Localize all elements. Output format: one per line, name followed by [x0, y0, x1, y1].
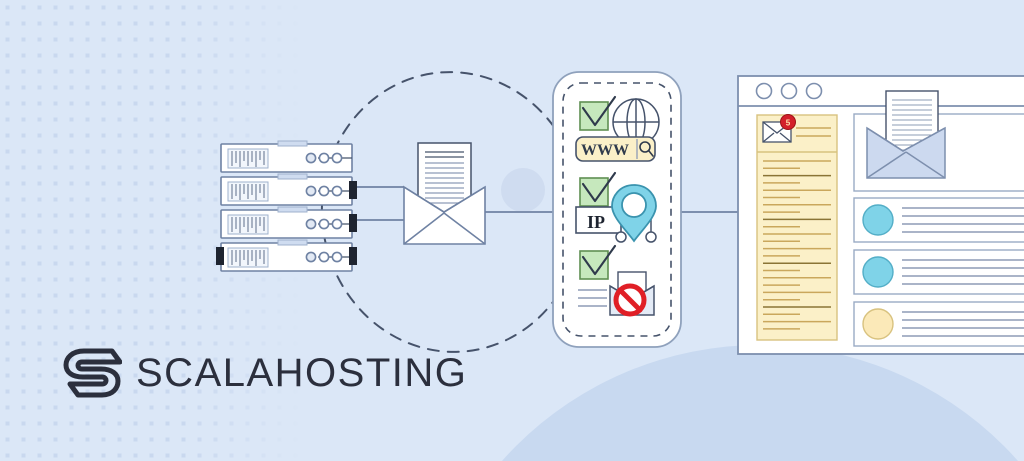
server-port-4-left — [216, 247, 224, 265]
magnifier-icon — [639, 141, 654, 157]
window-dot-3 — [805, 82, 823, 100]
unread-badge: 5 — [780, 114, 796, 130]
ip-node-2 — [645, 231, 657, 243]
www-search-bar[interactable]: WWW — [575, 136, 656, 162]
www-label: WWW — [581, 142, 629, 159]
large-blue-circle — [502, 345, 1018, 461]
checkmark-icon-3 — [579, 244, 617, 280]
no-entry-icon — [613, 283, 647, 317]
avatar — [862, 204, 894, 236]
brand-name: SCALAHOSTING — [136, 351, 468, 395]
server-unit-4 — [216, 239, 357, 272]
server-port-3 — [349, 214, 357, 232]
ip-row: IP — [575, 184, 657, 243]
avatar — [862, 256, 894, 288]
window-dot-2 — [780, 82, 798, 100]
message-row-2[interactable] — [853, 249, 1024, 295]
message-row-1[interactable] — [853, 197, 1024, 243]
inbox-sidebar[interactable]: 5 — [756, 114, 838, 341]
avatar — [862, 308, 894, 340]
window-dot-1 — [755, 82, 773, 100]
inbox-hero-envelope — [853, 90, 1024, 192]
message-row-3[interactable] — [853, 301, 1024, 347]
server-unit-1 — [220, 140, 353, 173]
server-port-2 — [349, 181, 357, 199]
server-unit-2 — [220, 173, 357, 206]
server-port-4 — [349, 247, 357, 265]
blocked-envelope-icon — [578, 271, 655, 317]
sidebar-text-lines — [763, 160, 831, 330]
brand-lockup: SCALAHOSTING — [62, 345, 467, 401]
ip-node-1 — [615, 231, 627, 243]
checkmark-icon-2 — [579, 171, 617, 207]
scalahosting-s-mark-icon — [63, 348, 122, 398]
checkmark-icon-1 — [579, 95, 617, 131]
map-pin-icon — [611, 184, 657, 243]
unread-badge-count: 5 — [786, 119, 791, 128]
server-unit-3 — [220, 206, 357, 239]
window-controls[interactable] — [755, 82, 823, 100]
small-blue-circle — [501, 168, 545, 212]
flow-connector-line — [352, 186, 745, 221]
ip-label: IP — [587, 212, 605, 232]
